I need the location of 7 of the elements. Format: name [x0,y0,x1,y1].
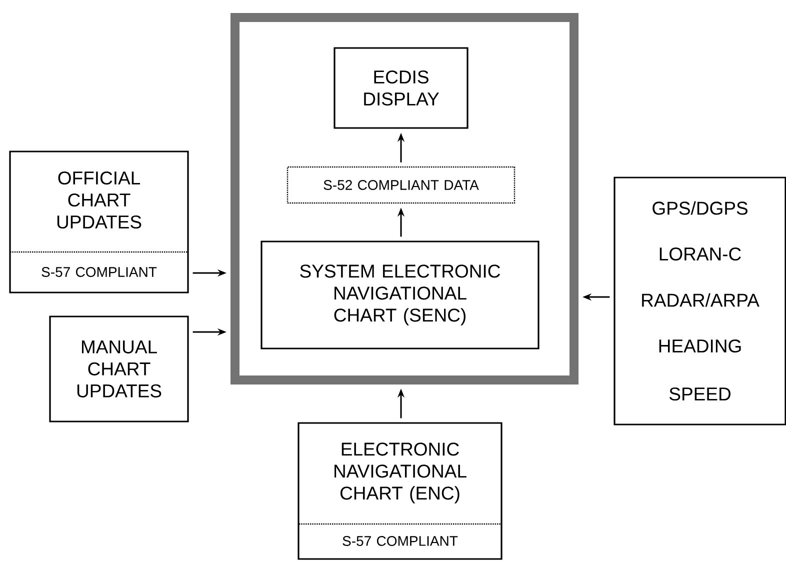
source-box: ELECTRONIC NAVIGATIONAL CHART (ENC) S-57 COMPLIANT [298,422,502,560]
process-box: SYSTEM ELECTRONIC NAVIGATIONAL CHART (SENC) [260,240,540,350]
source-box: MANUAL CHART UPDATES [49,316,189,422]
source-box: OFFICIAL CHART UPDATES S-57 COMPLIANT [9,150,189,294]
data-box: S-52 COMPLIANT DATA [286,166,516,204]
sensor-box: GPS/DGPS LORAN-C RADAR/ARPA HEADING SPEED [614,176,786,426]
display-box: ECDIS DISPLAY [334,47,468,129]
